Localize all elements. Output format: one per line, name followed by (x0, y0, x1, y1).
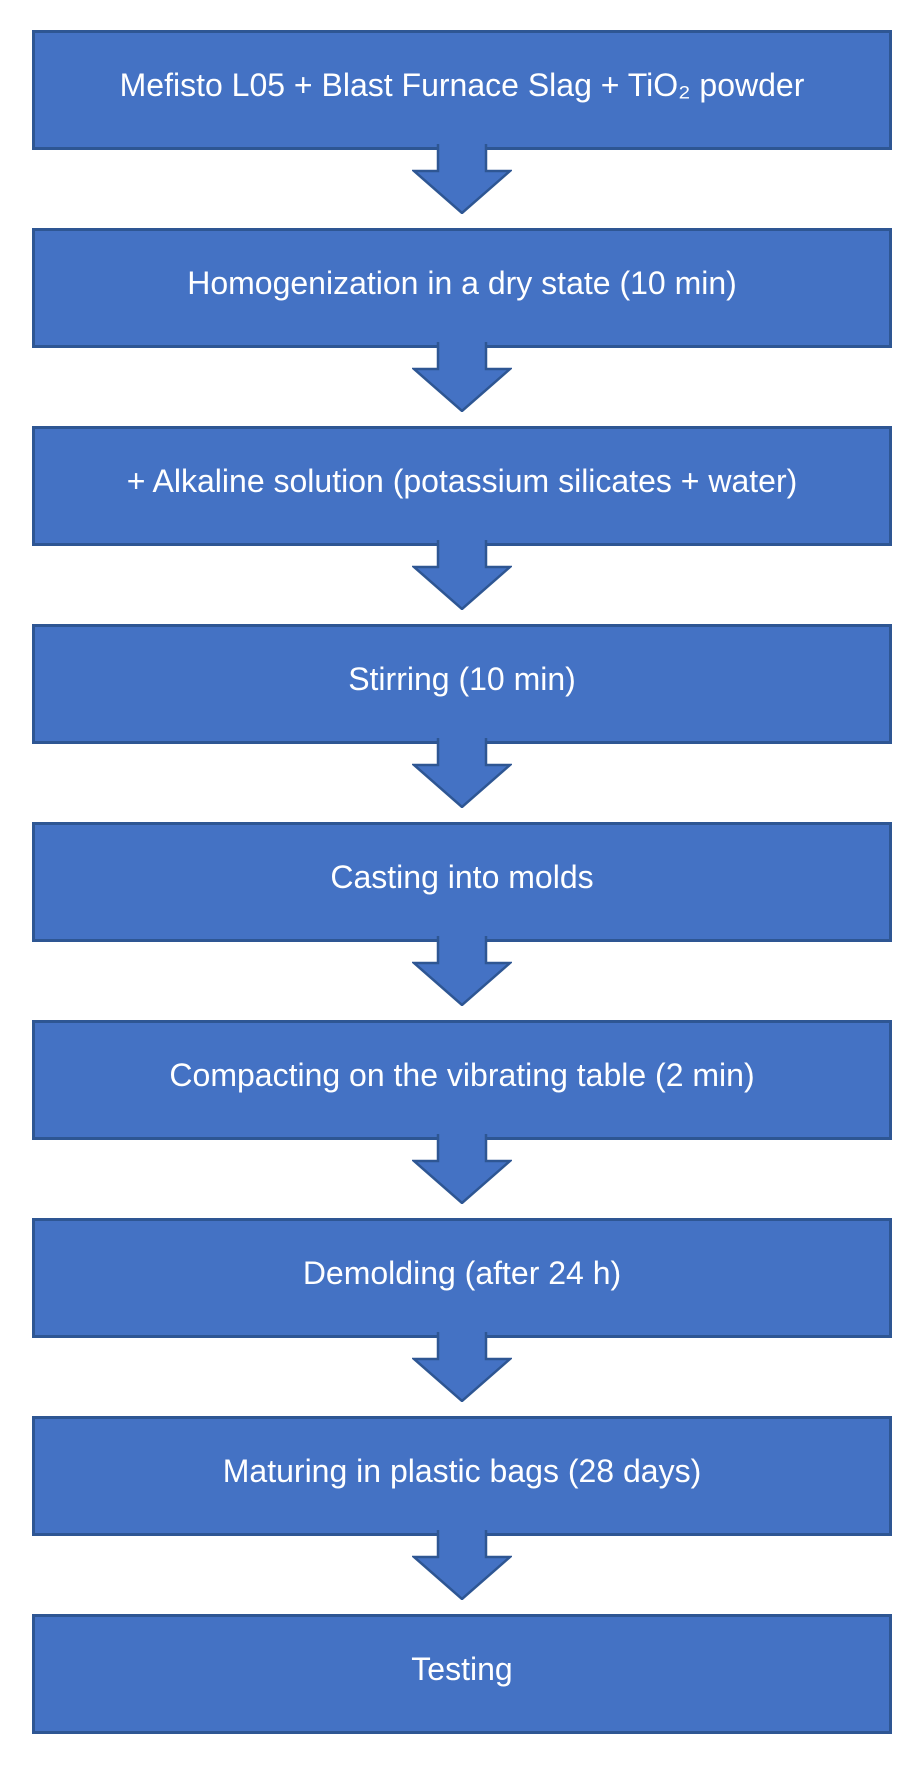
process-step-box: Casting into molds (32, 822, 892, 942)
process-step-box: Homogenization in a dry state (10 min) (32, 228, 892, 348)
process-step-box: Maturing in plastic bags (28 days) (32, 1416, 892, 1536)
step-label: Mefisto L05 + Blast Furnace Slag + TiO₂ … (119, 66, 805, 103)
flowchart-step: Homogenization in a dry state (10 min) (0, 228, 912, 426)
step-label: Homogenization in a dry state (10 min) (187, 264, 737, 301)
flowchart-step: Maturing in plastic bags (28 days) (0, 1416, 912, 1614)
flowchart-step: Compacting on the vibrating table (2 min… (0, 1020, 912, 1218)
flowchart-step: Mefisto L05 + Blast Furnace Slag + TiO₂ … (0, 30, 912, 228)
flowchart-step: Demolding (after 24 h) (0, 1218, 912, 1416)
arrow-down-icon (412, 936, 512, 1006)
flowchart-step: + Alkaline solution (potassium silicates… (0, 426, 912, 624)
arrow-down-icon (412, 1134, 512, 1204)
step-label: Compacting on the vibrating table (2 min… (169, 1056, 755, 1093)
process-step-box: Stirring (10 min) (32, 624, 892, 744)
process-step-box: + Alkaline solution (potassium silicates… (32, 426, 892, 546)
arrow-down-icon (412, 738, 512, 808)
process-step-box: Compacting on the vibrating table (2 min… (32, 1020, 892, 1140)
step-label: Testing (411, 1650, 513, 1687)
step-label: + Alkaline solution (potassium silicates… (126, 462, 798, 499)
flowchart-step: Stirring (10 min) (0, 624, 912, 822)
step-label: Maturing in plastic bags (28 days) (222, 1452, 702, 1489)
process-step-box: Mefisto L05 + Blast Furnace Slag + TiO₂ … (32, 30, 892, 150)
step-label: Casting into molds (330, 858, 594, 895)
flowchart-step: Testing (0, 1614, 912, 1734)
flowchart-step: Casting into molds (0, 822, 912, 1020)
arrow-down-icon (412, 144, 512, 214)
step-label: Stirring (10 min) (348, 660, 576, 697)
process-flowchart: Mefisto L05 + Blast Furnace Slag + TiO₂ … (0, 30, 912, 1734)
step-label: Demolding (after 24 h) (302, 1254, 622, 1291)
arrow-down-icon (412, 1530, 512, 1600)
arrow-down-icon (412, 540, 512, 610)
process-step-box: Testing (32, 1614, 892, 1734)
arrow-down-icon (412, 342, 512, 412)
arrow-down-icon (412, 1332, 512, 1402)
process-step-box: Demolding (after 24 h) (32, 1218, 892, 1338)
